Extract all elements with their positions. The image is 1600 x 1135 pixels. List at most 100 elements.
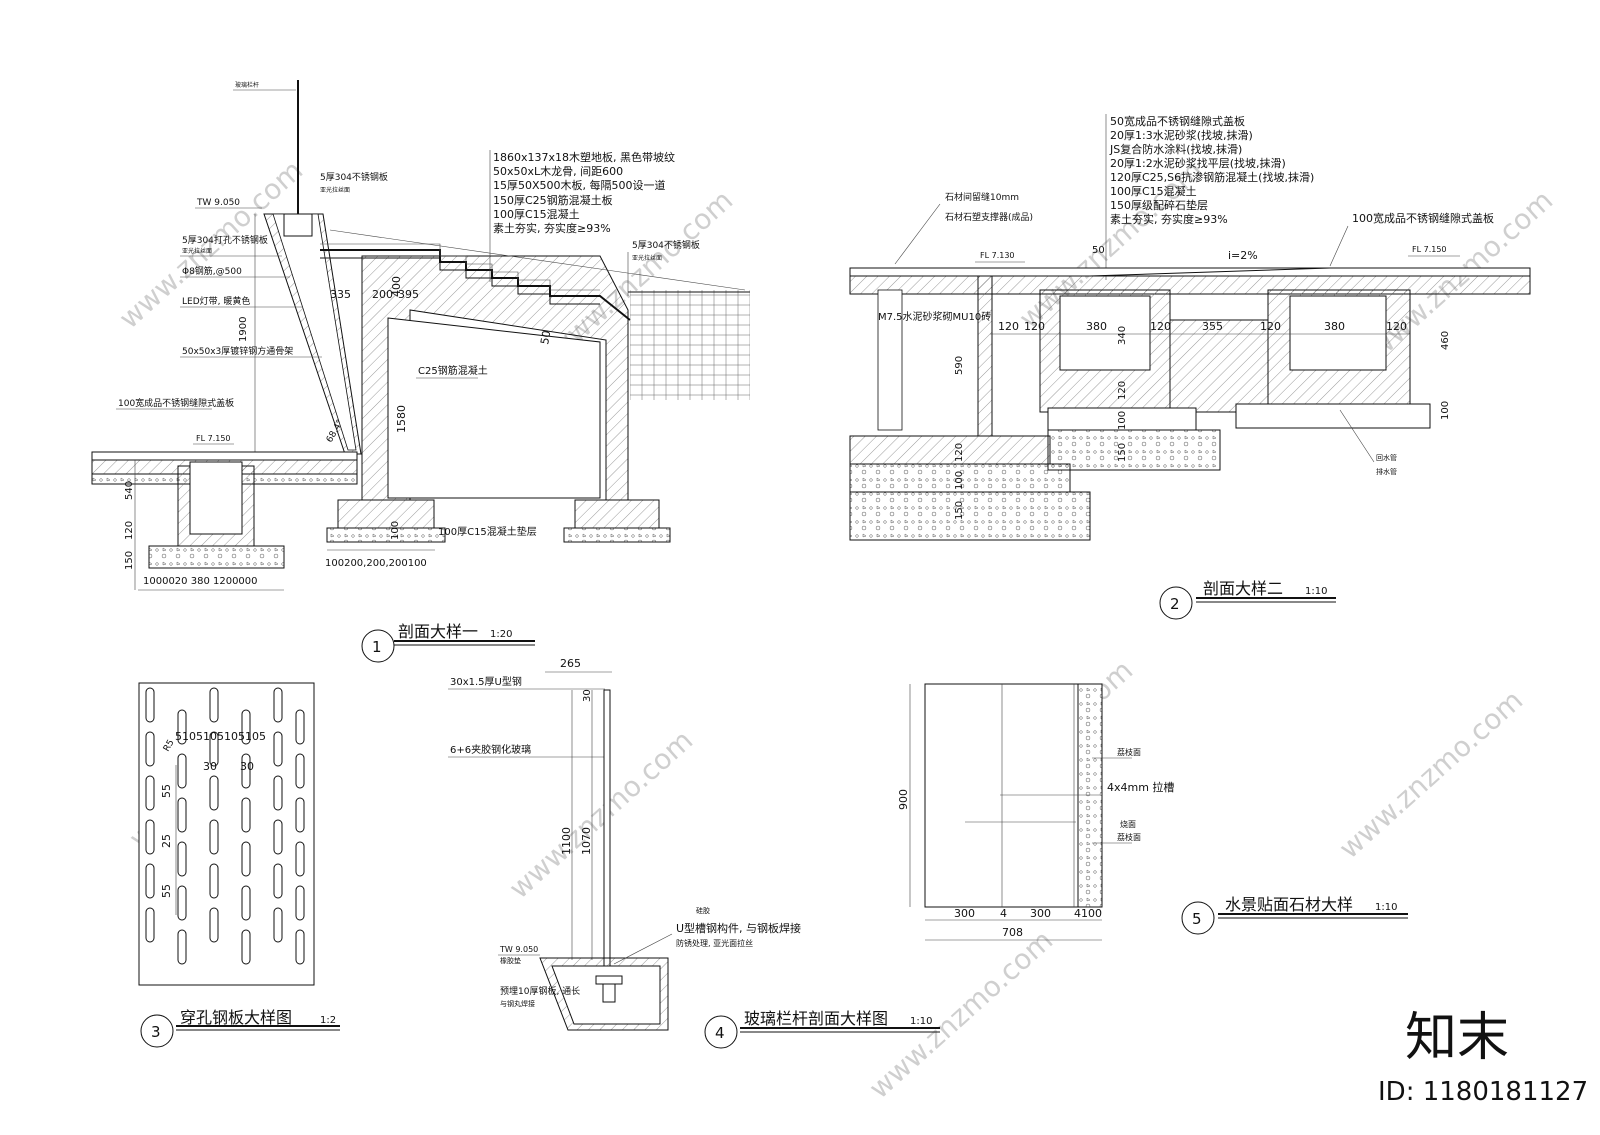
- perforation-slot: [209, 687, 219, 723]
- perforation-slot: [145, 687, 155, 723]
- label-detail1-layers-4: 100厚C15混凝土: [493, 207, 580, 221]
- label-detail3-dims-d55b: 55: [160, 884, 173, 898]
- perforation-slot: [295, 753, 305, 789]
- label-detail1-labels-steel_plate_top_note: 亚光拉丝面: [320, 186, 350, 194]
- label-detail2-dims-d120v: 120: [954, 443, 965, 462]
- label-detail4-labels-seal: 硅胶: [696, 906, 710, 915]
- brand-logo: 知末: [1405, 1008, 1509, 1068]
- perforation-slot: [209, 819, 219, 855]
- label-detail4-dims-d1100: 1100: [560, 827, 573, 855]
- perforation-slot: [177, 797, 187, 833]
- perforation-slot: [295, 709, 305, 745]
- label-detail2-labels-fl_left: FL 7.130: [980, 251, 1015, 260]
- label-detail4-dims-d1070: 1070: [580, 827, 593, 855]
- detail-title: 剖面大样二: [1203, 579, 1283, 598]
- label-detail2-layers-6: 150厚级配碎石垫层: [1110, 198, 1208, 212]
- label-detail1-labels-perforated_note: 亚光拉丝面: [182, 247, 212, 255]
- label-detail1-layers-1: 50x50xL木龙骨, 间距600: [493, 165, 623, 178]
- perforation-slot: [145, 731, 155, 767]
- label-detail1-dims-d120: 120: [124, 521, 135, 540]
- label-detail2-dims-d120b: 120: [1024, 320, 1045, 333]
- label-detail5-labels-face3: 荔枝面: [1117, 832, 1141, 842]
- perforation-slot: [241, 797, 251, 833]
- perforation-slot: [145, 907, 155, 943]
- label-detail1-layers-3: 150厚C25钢筋混凝土板: [493, 193, 613, 207]
- label-steel-plate-top: 5厚304不锈钢板: [320, 171, 388, 183]
- detail-number-badge: [1159, 586, 1193, 620]
- perforation-slot: [273, 863, 283, 899]
- label-detail5-dims-d4100: 4100: [1074, 907, 1102, 920]
- label-tw: TW 9.050: [196, 198, 240, 208]
- label-detail2-layers-3: 20厚1:2水泥砂浆找平层(找坡,抹滑): [1110, 156, 1286, 170]
- dim-1900: 1900: [238, 317, 249, 342]
- perforation-slot: [295, 885, 305, 921]
- label-detail2-layers-1: 20厚1:3水泥砂浆(找坡,抹滑): [1110, 128, 1253, 142]
- dim-bottom-left: 1000020 380 1200000: [143, 576, 258, 587]
- watermark-url: www.znzmo.com: [1333, 684, 1530, 866]
- perforation-slot: [209, 863, 219, 899]
- label-detail1-dims-d540: 540: [124, 481, 135, 500]
- label-detail2-labels-d50: 50: [1092, 245, 1105, 256]
- soil-hatch: [630, 290, 750, 400]
- perforation-slot: [295, 797, 305, 833]
- label-detail4-scale: 1:10: [910, 1016, 932, 1027]
- label-detail2-labels-pipe1: 回水管: [1376, 453, 1397, 462]
- detail1-layer-labels: 1860x137x18木塑地板, 黑色带坡纹 50x50xL木龙骨, 间距600…: [489, 150, 675, 282]
- label-detail4-dims-d265: 265: [560, 657, 581, 670]
- glass-panel: [603, 689, 611, 981]
- label-detail2-labels-cover: 100宽成品不锈钢缝隙式盖板: [1352, 211, 1494, 225]
- perforated-plate: [138, 682, 315, 986]
- perforation-slot: [241, 753, 251, 789]
- perforation-slot: [273, 907, 283, 943]
- label-detail1-layers-0: 1860x137x18木塑地板, 黑色带坡纹: [493, 150, 675, 164]
- label-detail1-dims-d50: 50: [538, 329, 553, 345]
- label-detail5-labels-face1: 荔枝面: [1117, 747, 1141, 757]
- perforation-slot: [273, 775, 283, 811]
- label-detail1-dims-d400: 400: [390, 276, 403, 297]
- label-detail3-scale: 1:2: [320, 1015, 336, 1026]
- label-detail4-labels-tw: TW 9.050: [499, 945, 538, 954]
- label-c25: C25钢筋混凝土: [418, 364, 488, 377]
- perforation-slot: [145, 863, 155, 899]
- label-perforated-plate: 5厚304打孔不锈钢板: [182, 234, 268, 246]
- label-detail2-dims-d120a: 120: [998, 320, 1019, 333]
- label-detail4-labels-weld: 防锈处理, 亚光面拉丝: [676, 938, 753, 948]
- label-detail2-labels-stone_support: 石材石塑支撑器(成品): [945, 211, 1033, 223]
- label-detail2-dims-d120c: 120: [1150, 320, 1171, 333]
- label-detail2-dims-d150v: 150: [1117, 443, 1128, 462]
- label-detail2-labels-stone_gap: 石材间留缝10mm: [945, 191, 1019, 203]
- label-detail4-labels-u_channel: 30x1.5厚U型钢: [450, 675, 522, 688]
- detail-1: 玻璃栏杆 TW 9.050 5厚304不锈钢板 亚光拉丝面 5厚304打孔不锈钢…: [91, 80, 750, 663]
- perforation-slots: [145, 687, 305, 965]
- id-label: ID: 1180181127: [1378, 1077, 1588, 1107]
- label-detail2-dims-d590: 590: [954, 356, 965, 375]
- perforation-slot: [241, 841, 251, 877]
- label-detail2-labels-pipe2: 排水管: [1376, 467, 1397, 476]
- perforation-slot: [241, 709, 251, 745]
- perforation-slot: [209, 731, 219, 767]
- detail-number-badge: [140, 1014, 174, 1048]
- perforation-slot: [295, 929, 305, 965]
- perforation-slot: [273, 731, 283, 767]
- perforation-slot: [241, 885, 251, 921]
- label-detail3-dims-d30b: 30: [240, 760, 254, 773]
- label-detail3-dims-d30a: 30: [203, 760, 217, 773]
- perforation-slot: [273, 687, 283, 723]
- label-detail2-scale: 1:10: [1305, 586, 1327, 597]
- label-detail5-labels-groove: 4x4mm 拉槽: [1107, 780, 1174, 794]
- label-detail1-dims-d395: 395: [398, 288, 419, 301]
- perforation-slot: [209, 775, 219, 811]
- label-base: 100厚C15混凝土垫层: [438, 525, 537, 538]
- perforation-slot: [177, 709, 187, 745]
- label-tube: 50x50x3厚镀锌钢方通骨架: [182, 345, 293, 357]
- detail-4: 265 30x1.5厚U型钢 6+6夹胶钢化玻璃 1100 1070 30 TW…: [448, 657, 940, 1049]
- label-detail4-dims-d30: 30: [582, 689, 593, 702]
- detail-number-badge: [361, 629, 395, 663]
- label-detail5-scale: 1:10: [1375, 902, 1397, 913]
- label-detail2-layers-5: 100厚C15混凝土: [1110, 184, 1197, 198]
- label-detail1-scale: 1:20: [490, 629, 512, 640]
- label-detail4-labels-glass: 6+6夹胶钢化玻璃: [450, 743, 531, 756]
- label-detail2-dims-d120e: 120: [1386, 320, 1407, 333]
